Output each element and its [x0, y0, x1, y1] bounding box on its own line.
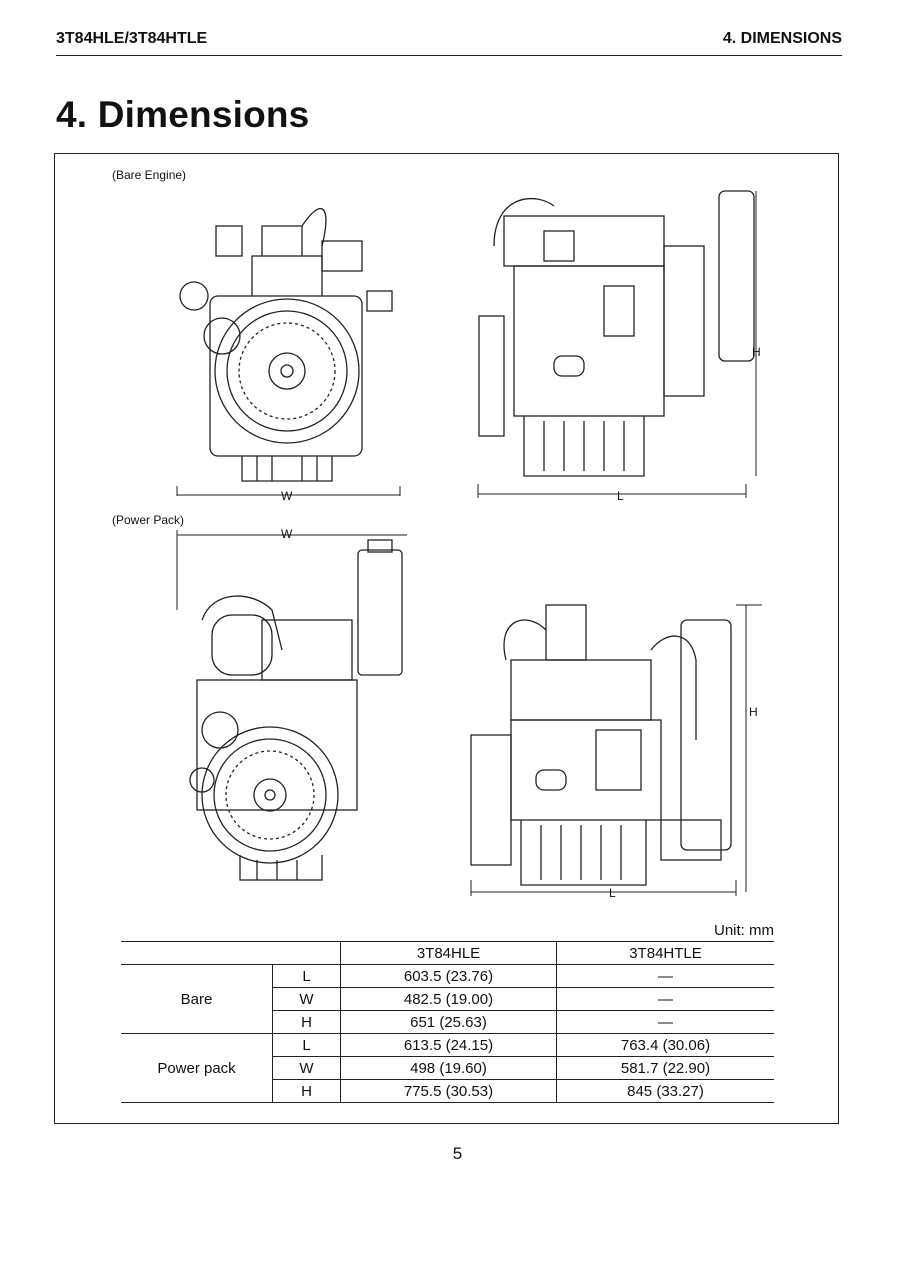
value-cell: 603.5 (23.76)	[340, 964, 557, 988]
dim-cell: L	[272, 1033, 341, 1057]
power-pack-front-drawing	[176, 530, 407, 881]
value-cell: —	[556, 987, 774, 1011]
header-rule	[56, 55, 842, 56]
dimensions-table: 3T84HLE 3T84HTLE Bare L 603.5 (23.76) — …	[121, 941, 774, 1103]
value-cell: 498 (19.60)	[340, 1056, 557, 1080]
dim-cell: L	[272, 964, 341, 988]
bare-engine-front-drawing	[176, 207, 401, 496]
unit-label: Unit: mm	[714, 922, 774, 939]
bare-front-w-label: W	[281, 489, 293, 503]
dim-cell: W	[272, 987, 341, 1011]
table-row: Power pack L 613.5 (24.15) 763.4 (30.06)	[121, 1033, 774, 1103]
value-cell: 581.7 (22.90)	[556, 1056, 774, 1080]
header-empty-cell	[121, 941, 273, 965]
value-cell: 775.5 (30.53)	[340, 1079, 557, 1103]
bare-side-l-label: L	[617, 489, 624, 503]
dim-cell: H	[272, 1079, 341, 1103]
value-cell: 482.5 (19.00)	[340, 987, 557, 1011]
table-row: H 651 (25.63) —	[121, 1010, 774, 1034]
value-cell: —	[556, 964, 774, 988]
table-header-row: 3T84HLE 3T84HTLE	[121, 941, 774, 965]
page-title: 4. Dimensions	[56, 94, 310, 135]
header-model-a: 3T84HLE	[340, 941, 557, 965]
dim-cell: H	[272, 1010, 341, 1034]
table-row: W 498 (19.60) 581.7 (22.90)	[121, 1056, 774, 1080]
table-row: W 482.5 (19.00) —	[121, 987, 774, 1011]
figure-frame	[54, 153, 839, 1124]
table-row: Bare L 603.5 (23.76) —	[121, 964, 774, 1034]
header-model: 3T84HLE/3T84HTLE	[56, 30, 208, 47]
dim-cell: W	[272, 1056, 341, 1080]
page-number: 5	[452, 1144, 463, 1163]
bare-engine-side-drawing	[477, 190, 757, 498]
value-cell: 845 (33.27)	[556, 1079, 774, 1103]
caption-bare-engine: (Bare Engine)	[112, 168, 187, 182]
value-cell: 651 (25.63)	[340, 1010, 557, 1034]
group-label-bare: Bare	[121, 964, 273, 1034]
power-front-w-label: W	[281, 527, 293, 541]
table-row: H 775.5 (30.53) 845 (33.27)	[121, 1079, 774, 1103]
group-label-power-pack: Power pack	[121, 1033, 273, 1103]
value-cell: 613.5 (24.15)	[340, 1033, 557, 1057]
power-pack-side-drawing	[470, 604, 762, 896]
header-model-b: 3T84HTLE	[556, 941, 774, 965]
power-side-h-label: H	[749, 705, 758, 719]
value-cell: —	[556, 1010, 774, 1034]
caption-power-pack: (Power Pack)	[112, 513, 185, 527]
power-side-l-label: L	[609, 886, 616, 900]
bare-side-h-label: H	[752, 345, 761, 359]
header-section: 4. DIMENSIONS	[722, 30, 842, 47]
header-empty-cell	[272, 941, 341, 965]
value-cell: 763.4 (30.06)	[556, 1033, 774, 1057]
